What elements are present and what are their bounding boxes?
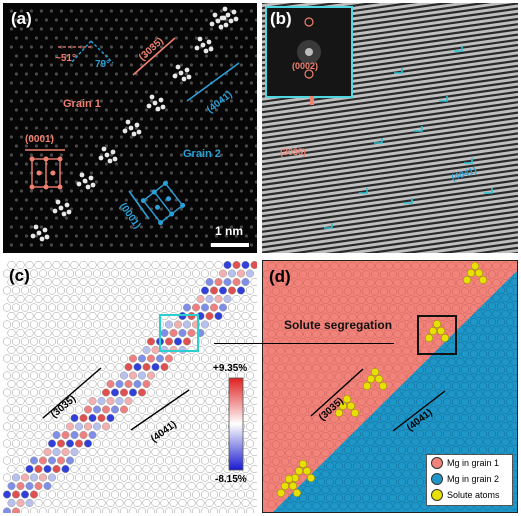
panel-d-atomic-model: (d) (3035) (4041) Mg in grain 1 Mg in gr…	[262, 260, 518, 513]
grain-1-label: Grain 1	[63, 98, 101, 110]
basal-plane-grain1-label: (0001)	[25, 134, 54, 145]
panel-a-label: (a)	[11, 9, 32, 28]
legend-item-solute: Solute atoms	[427, 487, 512, 503]
atom-legend: Mg in grain 1 Mg in grain 2 Solute atoms	[426, 454, 513, 506]
fft-spot-0002-label: (0002)	[292, 61, 319, 71]
legend-label: Mg in grain 1	[447, 458, 500, 468]
colorbar-min-label: -8.15%	[215, 474, 247, 485]
grain2-swatch	[431, 473, 443, 485]
scale-bar-label: 1 nm	[215, 224, 244, 238]
angle-51-label: ~51°	[55, 53, 76, 64]
panel-b-label: (b)	[270, 9, 292, 28]
grain-2-label: Grain 2	[183, 148, 221, 160]
legend-item-grain1: Mg in grain 1	[427, 455, 512, 471]
panel-a-haadf-image: (a) ~51° 79° (3035) (4041) Grain 1 Grain…	[3, 3, 257, 253]
solute-swatch	[431, 489, 443, 501]
panel-b-filtered-image: (b) (0002) (3035) (4041)	[262, 3, 518, 253]
panel-c-strain-map: (c) (3035) (4041) +9.35% -8.15%	[3, 260, 257, 513]
solute-segregation-label: Solute segregation	[284, 318, 393, 332]
legend-item-grain2: Mg in grain 2	[427, 471, 512, 487]
strain-map-canvas	[3, 260, 257, 513]
fringe-image-canvas	[262, 3, 518, 253]
grain1-swatch	[431, 457, 443, 469]
panel-c-label: (c)	[9, 266, 30, 285]
angle-79-label: 79°	[95, 59, 111, 70]
haadf-image-canvas	[9, 6, 257, 247]
fringe-plane-3035-label: (3035)	[280, 147, 307, 157]
legend-label: Mg in grain 2	[447, 474, 500, 484]
legend-label: Solute atoms	[447, 490, 500, 500]
panel-d-label: (d)	[269, 267, 291, 286]
colorbar-max-label: +9.35%	[213, 363, 248, 374]
segregation-leader-line	[214, 343, 394, 344]
